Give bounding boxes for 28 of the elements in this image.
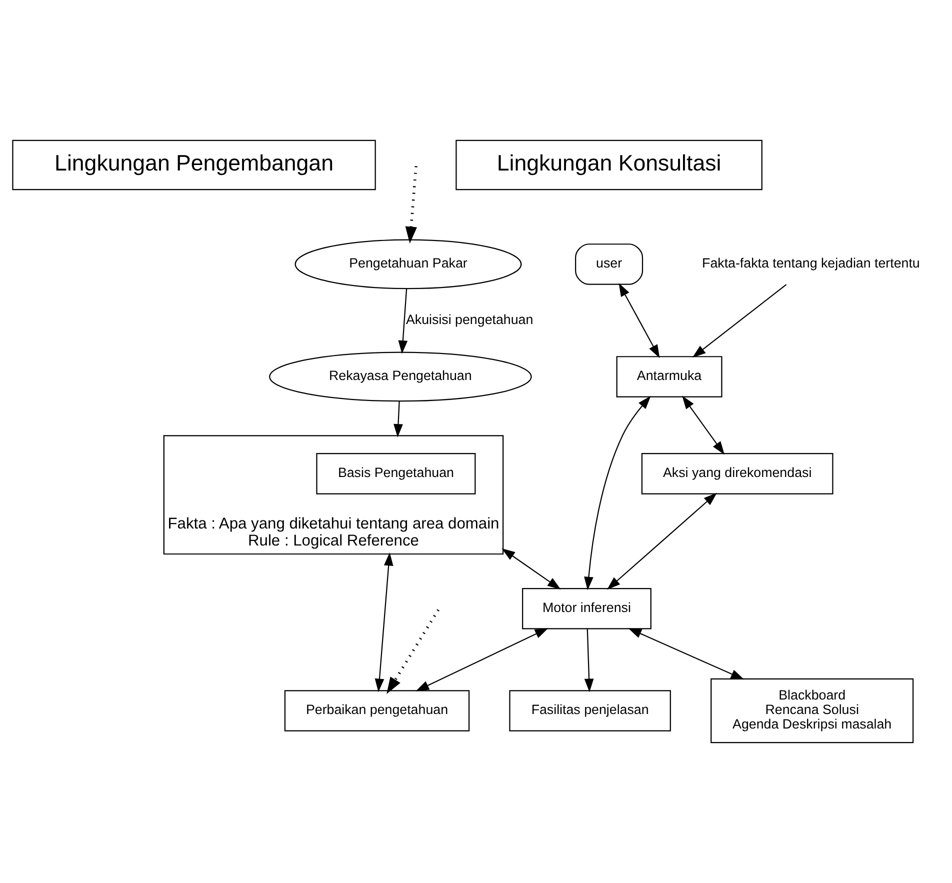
node-box: Lingkungan Konsultasi bbox=[456, 140, 762, 190]
arrow bbox=[584, 396, 651, 590]
arrow bbox=[628, 628, 744, 680]
node-ellipse: Rekayasa Pengetahuan bbox=[269, 352, 532, 402]
arrow bbox=[386, 609, 440, 694]
node-box: Aksi yang direkomendasi bbox=[641, 453, 834, 494]
arrow bbox=[405, 166, 418, 244]
arrow bbox=[394, 401, 403, 438]
arrow bbox=[416, 628, 548, 692]
arrow bbox=[692, 284, 787, 358]
node-box: Lingkungan Pengembangan bbox=[12, 140, 376, 190]
node-box: user bbox=[575, 244, 644, 285]
node-box: Perbaikan pengetahuan bbox=[284, 690, 470, 732]
arrow bbox=[682, 396, 725, 455]
arrow bbox=[618, 283, 660, 358]
arrow bbox=[374, 552, 394, 692]
arrow bbox=[398, 288, 408, 354]
node-box: Motor inferensi bbox=[522, 588, 652, 630]
arrow bbox=[502, 548, 561, 590]
node-box: Antarmuka bbox=[616, 356, 722, 398]
node-text: Fakta-fakta tentang kejadian tertentu bbox=[702, 256, 920, 271]
node-box: Fasilitas penjelasan bbox=[509, 690, 671, 732]
edge-label: Akuisisi pengetahuan bbox=[406, 312, 534, 327]
node-box: Blackboard Rencana Solusi Agenda Deskripsi masalah bbox=[710, 678, 914, 744]
node-box: Basis Pengetahuan bbox=[316, 453, 476, 494]
arrow bbox=[584, 629, 594, 692]
node-ellipse: Pengetahuan Pakar bbox=[294, 239, 522, 290]
arrow bbox=[607, 492, 718, 590]
